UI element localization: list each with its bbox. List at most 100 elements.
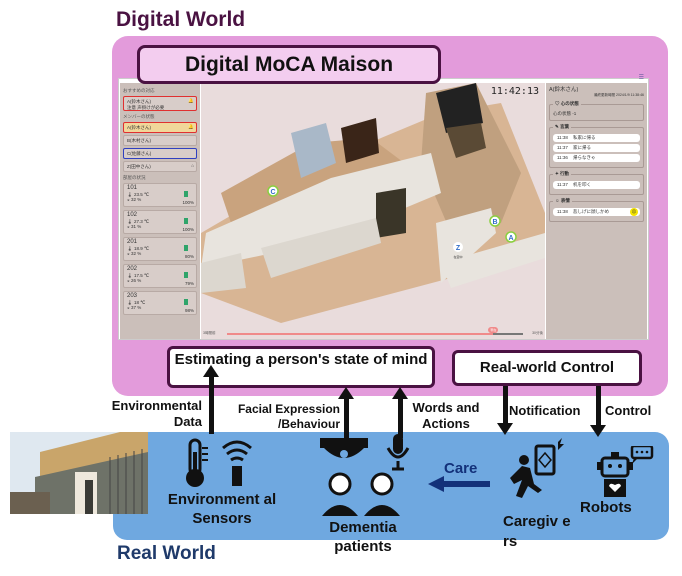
facial-arrow — [344, 398, 349, 438]
timeline-slider[interactable]: 現在 — [227, 327, 523, 335]
battery-icon — [184, 245, 188, 251]
room-card[interactable]: 203 🌡 18 ℃ ◒ 37 % 98% — [123, 291, 197, 315]
member-c[interactable]: C(佐藤さん) — [123, 148, 197, 159]
svg-text:B: B — [492, 219, 497, 226]
svg-text:Z: Z — [456, 245, 461, 252]
caregiver-icon — [510, 438, 564, 498]
wifi-sensor-icon — [222, 440, 252, 486]
member-z[interactable]: Z(田中さん)⌂ — [123, 161, 197, 172]
room-humidity: 31 % — [130, 224, 142, 229]
recommended-label: おすすめの対応 — [123, 88, 155, 93]
thermometer-icon: 🌡 — [127, 245, 133, 251]
exterior-wall — [441, 233, 545, 288]
recommended-name: A(鈴木さん) — [127, 99, 151, 104]
room-card[interactable]: 202 🌡 17.5 ℃ ◒ 26 % 79% — [123, 264, 197, 288]
bell-icon: 🔔 — [188, 98, 194, 103]
heart-icon: ♡ — [555, 101, 560, 106]
table — [446, 123, 486, 158]
speech-bubble-icon — [630, 446, 654, 464]
arrow-head — [392, 387, 408, 399]
arrow-head — [497, 423, 513, 435]
room-card[interactable]: 201 🌡 18.9 ℃ ◒ 32 % 80% — [123, 237, 197, 261]
room-card[interactable]: 102 🌡 27.3 ℃ ◒ 31 % 100% — [123, 210, 197, 234]
entry-text: 家に帰る — [573, 145, 591, 150]
mind-label: 心の状態 — [560, 101, 579, 106]
marker-c[interactable]: C — [267, 185, 279, 197]
room-number: 203 — [127, 293, 138, 299]
recommended-card[interactable]: A(鈴木さん) 注意 声掛けが必要 🔔 — [123, 96, 197, 111]
member-a[interactable]: A(鈴木さん)🔔 — [123, 122, 197, 133]
dementia-patients-label: Dementia patients — [329, 519, 397, 555]
battery-level: 98% — [184, 307, 194, 313]
care-arrow — [428, 476, 490, 492]
battery-level: 100% — [182, 199, 194, 205]
member-b[interactable]: B(木村さん) — [123, 135, 197, 146]
arrow-head — [338, 387, 354, 399]
thermometer-icon: 🌡 — [127, 299, 133, 305]
room-number: 102 — [127, 212, 138, 218]
house-photo — [10, 432, 148, 514]
humidity-icon: ◒ — [127, 224, 130, 229]
battery-icon — [184, 191, 188, 197]
control-arrow — [596, 386, 601, 426]
z-caption: 在室中 — [453, 254, 462, 259]
room-number: 101 — [127, 185, 138, 191]
emotion-face-icon: ☹ — [630, 208, 638, 216]
interior-wall — [201, 153, 441, 268]
entry-text: 悲しげに顔しかめ — [573, 209, 609, 214]
storage — [376, 188, 406, 238]
arrow-head — [590, 425, 606, 437]
rooms-label: 部屋の状況 — [123, 175, 146, 180]
moca-app-screenshot: おすすめの対応 A(鈴木さん) 注意 声掛けが必要 🔔 メンバーの状態 A(鈴木… — [118, 75, 649, 340]
humidity-icon: ◒ — [127, 305, 130, 310]
humidity-icon: ◒ — [127, 278, 130, 283]
battery-icon — [184, 299, 188, 305]
room-humidity: 37 % — [130, 305, 142, 310]
environmental-sensors-icon — [186, 438, 252, 487]
exterior-wall — [201, 253, 246, 293]
arrow-head — [203, 365, 219, 377]
env-data-arrow — [209, 376, 214, 434]
care-label: Care — [444, 460, 478, 477]
battery-icon — [184, 272, 188, 278]
entry-time: 11:38 — [557, 135, 568, 140]
facial-expression-label: Facial Expression /Behaviour — [237, 402, 340, 431]
room-temperature: 27.3 ℃ — [133, 218, 150, 224]
marker-z[interactable]: Z 在室中 — [453, 242, 463, 259]
real-world-control-box: Real-world Control — [452, 350, 642, 386]
patients-icons — [320, 434, 410, 516]
svg-text:A: A — [508, 235, 513, 242]
hamburger-icon[interactable]: ☰ — [638, 75, 644, 81]
svg-text:C: C — [270, 189, 275, 196]
walking-icon: ✦ — [555, 171, 559, 176]
microphone-icon — [386, 434, 410, 471]
thermometer-icon: 🌡 — [127, 218, 133, 224]
member-name: A(鈴木さん) — [127, 125, 151, 130]
interior-wall — [261, 218, 381, 278]
battery-level: 80% — [184, 253, 194, 259]
room-number: 201 — [127, 239, 138, 245]
room-card[interactable]: 101 🌡 23.5 ℃ ◒ 32 % 100% — [123, 183, 197, 207]
timeline-fill — [227, 333, 494, 335]
actions-label: 行動 — [560, 171, 570, 176]
thermometer-icon — [186, 438, 208, 487]
timeline-handle[interactable]: 現在 — [488, 327, 499, 333]
room-humidity: 32 % — [130, 251, 142, 256]
robot-icon — [597, 446, 654, 497]
humidity-icon: ◒ — [127, 197, 130, 202]
mind-value: 心の状態 -1 — [553, 111, 577, 116]
camera-icon — [320, 438, 368, 458]
marker-a[interactable]: A — [505, 231, 517, 243]
caregivers-label: Caregiv ers — [503, 513, 571, 550]
left-panel: おすすめの対応 A(鈴木さん) 注意 声掛けが必要 🔔 メンバーの状態 A(鈴木… — [120, 83, 200, 339]
patient-man-icon — [364, 472, 400, 516]
room-temperature: 17.5 ℃ — [133, 272, 150, 278]
marker-b[interactable]: B — [489, 215, 501, 227]
room-humidity: 32 % — [130, 197, 142, 202]
control-label: Control — [605, 403, 652, 418]
